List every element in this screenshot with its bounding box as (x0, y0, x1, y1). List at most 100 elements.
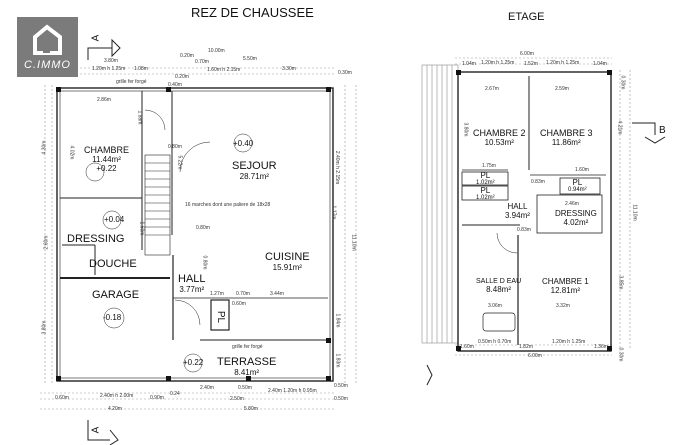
dimension: 0.70m (236, 291, 250, 297)
dimension: 1.20m h 1.25m (552, 339, 586, 345)
dimension: 3.06m (488, 303, 502, 309)
dimension: 1.75m (482, 163, 496, 169)
company-logo: C.IMMO (17, 17, 78, 77)
dimension: 1.20m h 1.25m (481, 60, 515, 66)
dimension: 3.80m (462, 122, 469, 137)
grille-note-top: grille fer forgé (116, 79, 147, 85)
dimension: 2.59m (555, 86, 569, 92)
dimension: 6.00m (528, 353, 542, 359)
dimension: 2.46m (565, 201, 579, 207)
level-sejour: +0.40 (233, 139, 254, 148)
dimension: 2.40m h 2.15m (334, 150, 341, 185)
upper-floor-title: ETAGE (508, 11, 545, 23)
dimension: 11.10m (350, 234, 357, 251)
ground-closet-label: PL (215, 310, 227, 324)
dimension: 3.80m (104, 58, 118, 64)
dimension: 1.20m h 1.25m (546, 60, 580, 66)
ground-floor-walls (40, 38, 357, 445)
section-marker-a-bottom: A (90, 426, 102, 434)
dimension: 2.50m (230, 396, 244, 402)
ground-floor-title: REZ DE CHAUSSEE (191, 5, 314, 20)
dimension: 3.44m (270, 291, 284, 297)
dimension: 1.17m (330, 205, 337, 220)
dimension: 0.20m (180, 53, 194, 59)
dimension: 3.85m (617, 275, 624, 290)
dimension: 0.30m (619, 75, 626, 90)
dimension: 11.10m (631, 204, 638, 221)
dimension: 0.20m (175, 74, 189, 80)
dimension: 4.20m (108, 406, 122, 412)
dimension: 1.08m (134, 66, 148, 72)
logo-text: C.IMMO (24, 59, 71, 71)
dimension: 2.67m (485, 86, 499, 92)
upper-hatched-void (421, 64, 459, 344)
section-marker-a-top: A (90, 34, 102, 42)
dimension: 1.52m (524, 61, 538, 67)
ground-closet (210, 299, 230, 331)
level-terrasse: +0.22 (183, 358, 204, 367)
upper-dimension-lines (455, 57, 631, 356)
dimension: 0.70m (195, 59, 209, 65)
dimension: 1.88m (136, 110, 143, 125)
room-douche: DOUCHE (89, 258, 137, 270)
dimension: 1.60m (138, 221, 145, 236)
dimension: 2.40m h 2.00m (100, 393, 134, 399)
dimension: 0.50m (334, 396, 348, 402)
dimension: 5.80m (244, 406, 258, 412)
dimension: 0.80m (201, 255, 208, 270)
dimension: 2.86m (97, 97, 111, 103)
dimension: 2.60m (43, 235, 50, 250)
dimension: 0.60m (232, 301, 246, 307)
dimension: 1.83m (334, 353, 341, 368)
ground-dimension-lines (40, 67, 357, 410)
dimension: 10.00m (208, 48, 225, 54)
dimension: 4.21m (616, 120, 623, 135)
dimension: 0.90m (150, 395, 164, 401)
ground-pillars (56, 87, 331, 381)
dimension: 1.84m (334, 313, 341, 328)
dimension: 0.30m (617, 347, 624, 362)
dimension: 0.83m (517, 227, 531, 233)
dimension: 4.30m (41, 140, 48, 155)
dimension: 2.40m (200, 385, 214, 391)
dimension: 1.82m (519, 344, 533, 350)
dimension: 1.60m h 2.15m (207, 67, 241, 73)
dimension: 1.27m (210, 291, 224, 297)
dimension: 0.50m (238, 385, 252, 391)
dimension: 0.30m (338, 70, 352, 76)
dimension: 0.60m (55, 395, 69, 401)
dimension: 1.36m (594, 344, 608, 350)
dimension: 1.04m (593, 61, 607, 67)
stairs-note: 16 marches dont une paliere de 18x28 (185, 202, 271, 208)
dimension: 4.02m (68, 145, 75, 160)
upper-pillars (456, 70, 612, 351)
dimension: 3.32m (556, 303, 570, 309)
room-dressing: DRESSING (67, 233, 125, 245)
dimension: 0.80m (196, 225, 210, 231)
dimension: 0.50m h 0.70m (478, 339, 512, 345)
section-marker-b: B (659, 125, 666, 136)
level-dressing: +0.04 (104, 215, 125, 224)
dimension: 2.40m 1.20m h 0.95m (268, 388, 317, 394)
dimension: 3.80m (41, 320, 48, 335)
dimension: 6.00m (520, 51, 534, 57)
house-icon (33, 24, 62, 55)
dimension: 0.80m (168, 144, 182, 150)
dimension: 1.60m (460, 344, 474, 350)
